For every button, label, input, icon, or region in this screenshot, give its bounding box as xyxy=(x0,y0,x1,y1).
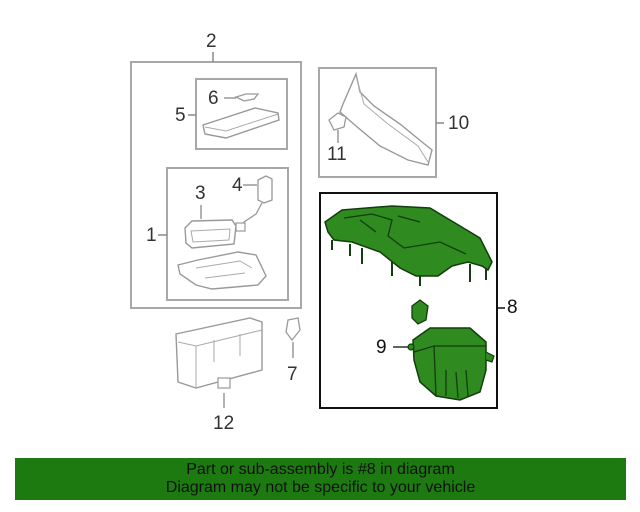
part-5-lid-edge xyxy=(204,113,279,132)
part-10-panel-edge xyxy=(355,75,429,163)
callout-4: 4 xyxy=(232,175,243,196)
part-1-base xyxy=(177,251,267,290)
callout-9: 9 xyxy=(376,337,387,358)
callout-10: 10 xyxy=(448,113,470,134)
part-9-box-detail xyxy=(413,345,486,399)
part-9-box xyxy=(412,327,487,401)
part-3-tray-inner xyxy=(190,228,231,243)
part-9-knob xyxy=(407,343,415,351)
part-7-fitting xyxy=(285,317,301,342)
part-12-connector xyxy=(217,377,231,389)
callout-5: 5 xyxy=(175,105,186,126)
callout-11: 11 xyxy=(327,144,347,165)
banner-line-1: Part or sub-assembly is #8 in diagram xyxy=(186,461,455,478)
callout-8: 8 xyxy=(507,297,518,318)
group-box-1 xyxy=(166,167,289,301)
part-1-base-detail xyxy=(195,260,253,279)
banner-line-2: Diagram may not be specific to your vehi… xyxy=(165,479,476,496)
part-4-plug xyxy=(235,222,246,232)
part-8-console-top xyxy=(324,205,493,277)
part-6-clip xyxy=(234,93,260,102)
part-5-lid xyxy=(202,107,280,139)
part-10-panel xyxy=(339,71,433,166)
callout-6: 6 xyxy=(208,88,219,109)
part-12-module-detail xyxy=(177,329,263,388)
group-box-2 xyxy=(130,61,302,309)
callout-12: 12 xyxy=(213,413,235,434)
callout-3: 3 xyxy=(195,183,206,204)
info-banner: Part or sub-assembly is #8 in diagram Di… xyxy=(15,458,626,500)
part-3-tray xyxy=(184,219,237,249)
parts-diagram xyxy=(130,52,505,409)
part-8-clip xyxy=(411,299,429,325)
part-9-tab xyxy=(485,351,495,363)
group-box-5 xyxy=(195,78,288,150)
part-8-console-detail xyxy=(343,213,467,255)
part-4-socket xyxy=(257,175,273,204)
callout-7: 7 xyxy=(287,364,298,385)
callout-1: 1 xyxy=(146,225,157,246)
callout-2: 2 xyxy=(206,31,217,52)
part-11-clip xyxy=(328,112,347,131)
group-box-8 xyxy=(319,192,498,409)
part-8-legs xyxy=(331,240,487,286)
